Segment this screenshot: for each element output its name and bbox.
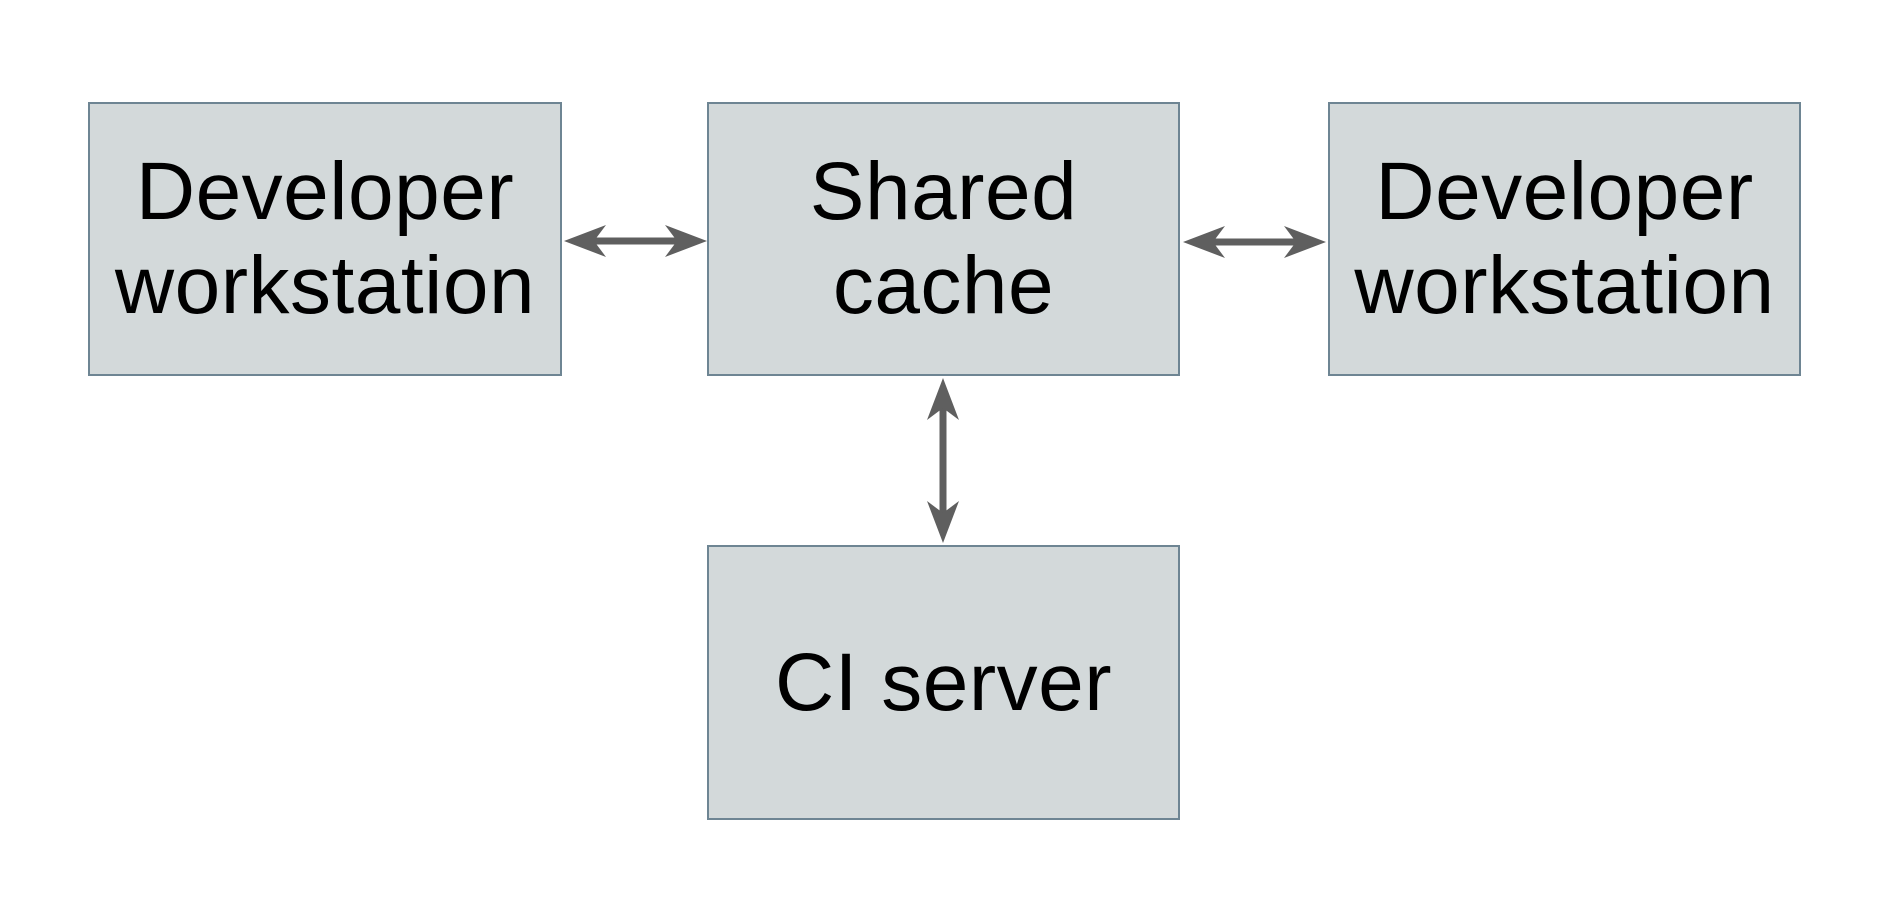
node-label-line: workstation [1354, 240, 1775, 331]
node-label-line: workstation [114, 240, 536, 331]
node-developer-workstation-right: Developer workstation [1328, 102, 1801, 376]
arrow-head-right-icon [665, 225, 707, 257]
node-label-line: Shared [809, 146, 1078, 237]
node-shared-cache: Shared cache [707, 102, 1180, 376]
double-arrow-shared-cache-to-workstation-right [1183, 226, 1326, 258]
node-label-line: Developer [135, 146, 515, 237]
node-label-line: Developer [1375, 146, 1754, 237]
arrow-head-up-icon [927, 378, 959, 420]
node-ci-server: CI server [707, 545, 1180, 820]
double-arrow-workstation-left-to-shared-cache [564, 225, 707, 257]
node-label-line: CI server [774, 636, 1113, 728]
node-developer-workstation-left: Developer workstation [88, 102, 562, 376]
double-arrow-shared-cache-to-ci-server [927, 378, 959, 543]
arrow-head-left-icon [1183, 226, 1225, 258]
arrow-head-down-icon [927, 501, 959, 543]
arrow-head-left-icon [564, 225, 606, 257]
node-label-line: cache [832, 240, 1055, 331]
arrow-head-right-icon [1284, 226, 1326, 258]
